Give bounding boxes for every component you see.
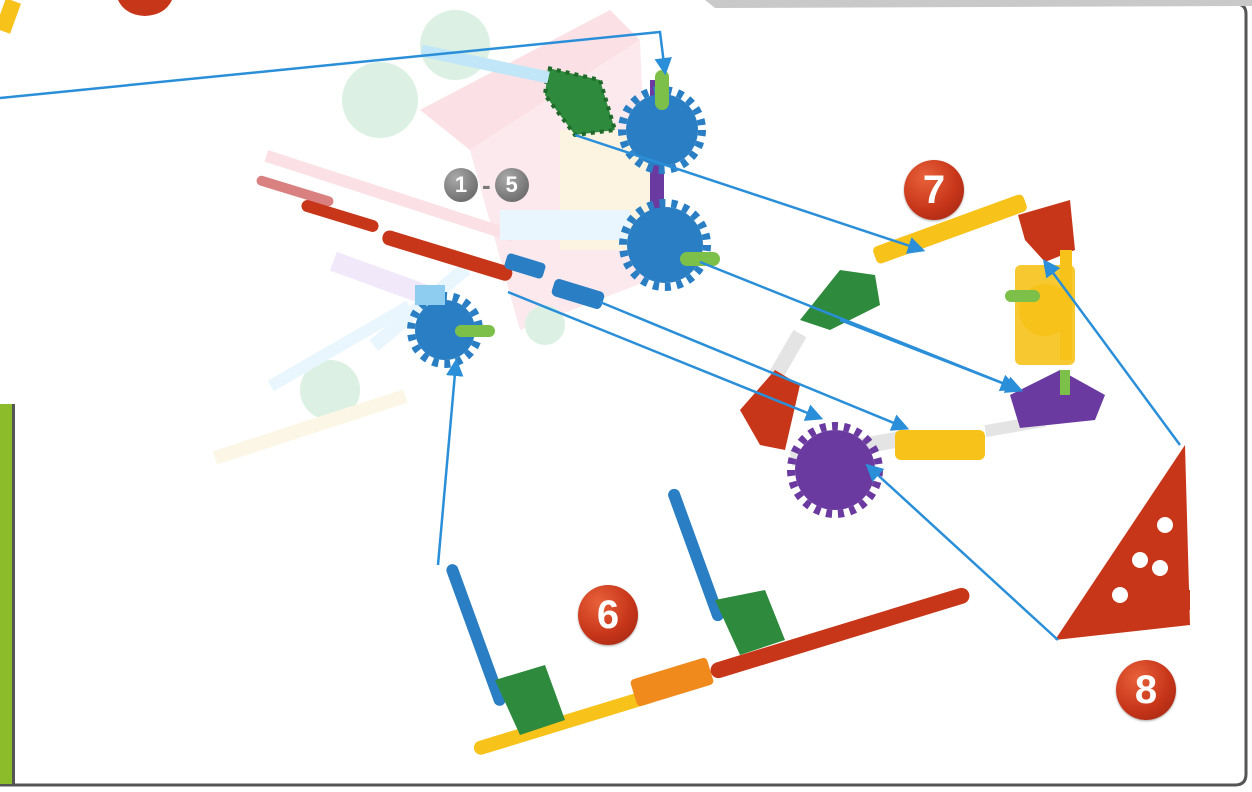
blue-gear-column <box>618 70 720 291</box>
top-panel-edge <box>705 0 1252 8</box>
range-end-badge: 5 <box>494 168 529 202</box>
blue-connector-2 <box>551 279 605 309</box>
step-8-badge: 8 <box>1116 660 1176 720</box>
red-axle <box>256 175 513 281</box>
step-6-badge: 6 <box>578 585 638 645</box>
step7-assembly <box>740 194 1105 518</box>
step8-red-plate <box>1055 445 1190 640</box>
range-separator: - <box>482 170 491 200</box>
range-start-badge: 1 <box>444 168 478 202</box>
blue-connector-1 <box>504 253 546 279</box>
previous-badge-fragment <box>118 0 172 16</box>
left-green-frame <box>0 404 14 784</box>
green-connector-top <box>420 44 618 138</box>
blue-gear-left <box>407 285 495 368</box>
step6-assembly <box>446 488 970 755</box>
steps-range-badge: 1 - 5 <box>444 168 529 202</box>
left-green-frame-edge <box>12 404 15 784</box>
step-7-badge: 7 <box>904 160 964 220</box>
previous-part-fragment <box>0 0 21 34</box>
assembly-arrows <box>0 30 1182 641</box>
